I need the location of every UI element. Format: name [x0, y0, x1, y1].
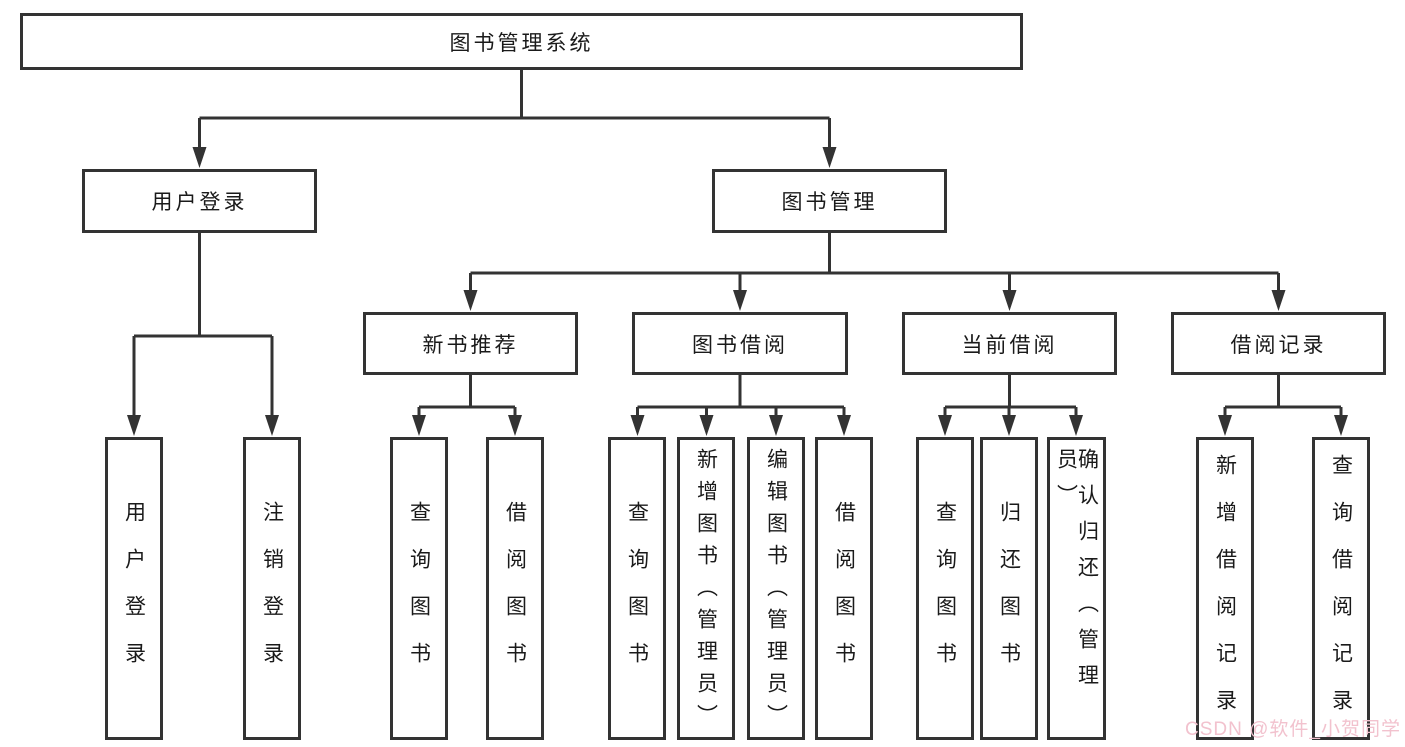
node-current-borrow: 当前借阅	[902, 312, 1117, 375]
leaf-query-borrow-record-label: 查询借阅记录	[1329, 454, 1353, 736]
leaf-add-borrow-record-label: 新增借阅记录	[1213, 454, 1237, 736]
leaf-borrow-books-label: 借阅图书	[832, 501, 856, 689]
leaf-borrow-books: 借阅图书	[815, 437, 873, 740]
node-borrow-records-label: 借阅记录	[1230, 333, 1327, 357]
leaf-borrow-query-books-label: 查询图书	[625, 501, 649, 689]
leaf-newbook-query-books: 查询图书	[390, 437, 448, 740]
node-book-management-label: 图书管理	[781, 191, 878, 214]
leaf-confirm-return-admin: 确认归还（管理员）	[1047, 437, 1106, 740]
node-user-login-label: 用户登录	[151, 191, 248, 214]
leaf-newbook-borrow-books: 借阅图书	[486, 437, 544, 740]
leaf-edit-books-admin: 编辑图书（管理员）	[747, 437, 805, 740]
leaf-return-books: 归还图书	[980, 437, 1038, 740]
leaf-current-query-books-label: 查询图书	[933, 501, 957, 689]
leaf-logout: 注销登录	[243, 437, 301, 740]
leaf-borrow-query-books: 查询图书	[608, 437, 666, 740]
node-new-book-recommend-label: 新书推荐	[422, 333, 519, 357]
leaf-newbook-query-books-label: 查询图书	[407, 501, 431, 689]
node-current-borrow-label: 当前借阅	[961, 333, 1058, 357]
leaf-edit-books-admin-label: 编辑图书（管理员）	[764, 447, 788, 736]
node-root: 图书管理系统	[20, 13, 1023, 70]
node-book-management: 图书管理	[712, 169, 947, 233]
leaf-newbook-borrow-books-label: 借阅图书	[503, 501, 527, 689]
node-borrow-records: 借阅记录	[1171, 312, 1386, 375]
node-new-book-recommend: 新书推荐	[363, 312, 578, 375]
leaf-query-borrow-record: 查询借阅记录	[1312, 437, 1370, 740]
leaf-user-login-label: 用户登录	[122, 501, 146, 689]
leaf-current-query-books: 查询图书	[916, 437, 974, 740]
arrowheads	[127, 147, 1348, 436]
leaf-add-books-admin-label: 新增图书（管理员）	[694, 447, 718, 736]
leaf-add-books-admin: 新增图书（管理员）	[677, 437, 735, 740]
leaf-return-books-label: 归还图书	[997, 501, 1021, 689]
node-root-label: 图书管理系统	[449, 31, 594, 55]
node-user-login: 用户登录	[82, 169, 317, 233]
node-book-borrow: 图书借阅	[632, 312, 848, 375]
leaf-add-borrow-record: 新增借阅记录	[1196, 437, 1254, 740]
leaf-logout-label: 注销登录	[260, 501, 284, 689]
node-book-borrow-label: 图书借阅	[692, 333, 788, 357]
connector-path	[132, 70, 1343, 421]
leaf-confirm-return-admin-label: 确认归还（管理员）	[1054, 448, 1099, 700]
leaf-user-login: 用户登录	[105, 437, 163, 740]
csdn-watermark: CSDN @软件_小贺同学	[1185, 719, 1401, 740]
